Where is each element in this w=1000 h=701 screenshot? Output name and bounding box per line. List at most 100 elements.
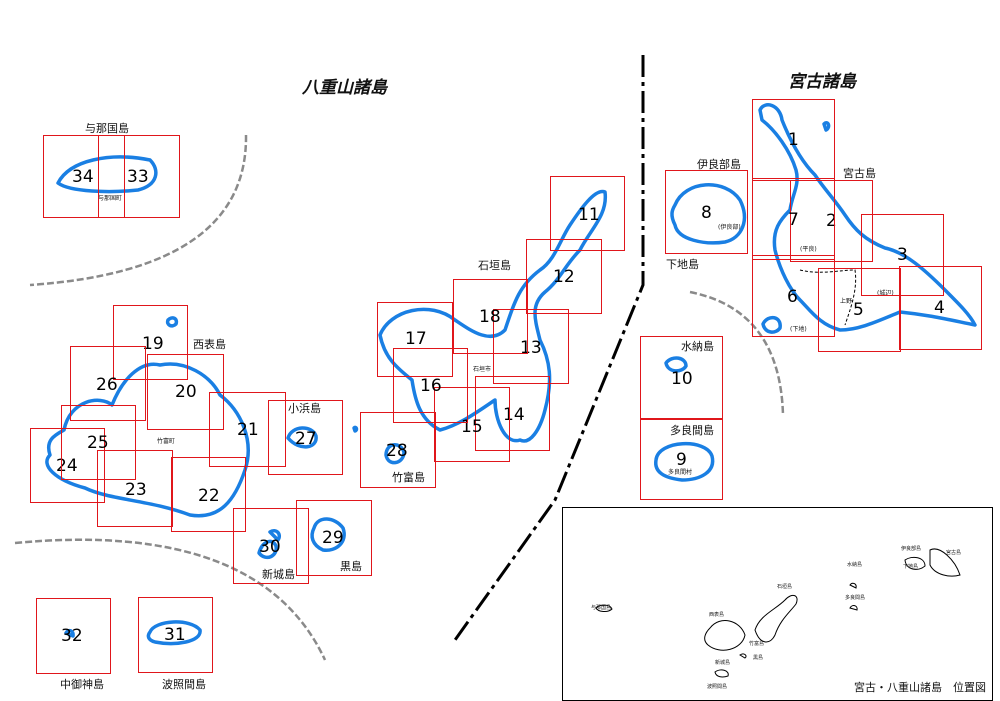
island-label-shimoji: 下地島 <box>666 258 699 271</box>
sheet-number: 10 <box>671 369 693 389</box>
sheet-number: 5 <box>853 300 864 320</box>
sheet-number: 23 <box>125 480 147 500</box>
sheet-27[interactable] <box>268 400 343 475</box>
sheet-number: 7 <box>788 210 799 230</box>
sheet-number: 17 <box>405 329 427 349</box>
island-label-nakanokami: 中御神島 <box>60 678 104 691</box>
sheet-number: 20 <box>175 382 197 402</box>
sheet-7[interactable] <box>752 178 835 260</box>
town-label-hirara: (平良) <box>800 246 817 253</box>
inset-label: 竹富島 <box>749 641 765 647</box>
town-label-yonaguni: 与那国町 <box>98 195 123 202</box>
town-label-tarama: 多良間村 <box>668 469 693 476</box>
inset-label: 水納島 <box>847 562 863 568</box>
sheet-number: 9 <box>676 450 687 470</box>
sheet-12[interactable] <box>526 239 602 314</box>
inset-label: 波照間島 <box>707 684 728 690</box>
sheet-17[interactable] <box>377 302 453 377</box>
sheet-22[interactable] <box>171 457 246 532</box>
island-label-aragusuku: 新城島 <box>262 568 295 581</box>
island-label-irabu: 伊良部島 <box>697 158 741 171</box>
island-label-yonaguni: 与那国島 <box>85 122 129 135</box>
inset-label: 西表島 <box>709 612 725 618</box>
inset-label: 多良間島 <box>845 595 866 601</box>
sheet-number: 4 <box>934 298 945 318</box>
island-label-hateruma: 波照間島 <box>162 678 206 691</box>
island-label-tarama: 多良間島 <box>670 424 714 437</box>
sheet-15[interactable] <box>434 387 510 462</box>
town-label-taketomi: 竹富町 <box>157 438 176 445</box>
inset-label: 宮古島 <box>946 550 962 556</box>
sheet-number: 1 <box>788 130 799 150</box>
sheet-2[interactable] <box>790 180 873 262</box>
sheet-21[interactable] <box>209 392 286 467</box>
inset-title: 宮古・八重山諸島 位置図 <box>854 681 986 694</box>
sheet-number: 25 <box>87 433 109 453</box>
sheet-number: 30 <box>259 537 281 557</box>
sheet-18[interactable] <box>453 279 528 354</box>
sheet-16[interactable] <box>393 348 468 423</box>
sheet-13[interactable] <box>493 309 569 384</box>
sheet-number: 6 <box>787 287 798 307</box>
sheet-24[interactable] <box>30 428 105 503</box>
town-label-gusukube: (城辺) <box>877 290 894 297</box>
sheet-number: 12 <box>553 267 575 287</box>
sheet-number: 31 <box>164 625 186 645</box>
sheet-number: 3 <box>897 245 908 265</box>
inset-label: 伊良部島 <box>901 546 922 552</box>
sheet-34[interactable] <box>43 135 125 218</box>
island-label-minna: 水納島 <box>681 340 714 353</box>
sheet-8[interactable] <box>665 170 748 254</box>
sheet-number: 34 <box>72 167 94 187</box>
island-label-kohama: 小浜島 <box>288 402 321 415</box>
sheet-number: 11 <box>578 205 600 225</box>
inset-label: 与那国島 <box>591 605 612 611</box>
island-label-iriomote: 西表島 <box>193 338 226 351</box>
inset-label: 新城島 <box>715 660 731 666</box>
sheet-number: 16 <box>420 376 442 396</box>
region-label-miyako: 宮古諸島 <box>788 72 856 92</box>
inset-label: 黒島 <box>753 655 764 661</box>
sheet-10[interactable] <box>640 336 723 420</box>
town-label-ishigaki: 石垣市 <box>473 366 492 373</box>
sheet-3[interactable] <box>861 214 944 296</box>
sheet-number: 32 <box>61 626 83 646</box>
town-label-shimoji: (下地) <box>790 326 807 333</box>
island-label-taketomi: 竹富島 <box>392 471 425 484</box>
sheet-32[interactable] <box>36 598 111 674</box>
sheet-26[interactable] <box>70 346 146 421</box>
sheet-4[interactable] <box>899 266 982 350</box>
sheet-14[interactable] <box>475 376 550 451</box>
island-label-miyako: 宮古島 <box>843 167 876 180</box>
sheet-29[interactable] <box>296 500 372 576</box>
sheet-11[interactable] <box>550 176 625 251</box>
sheet-number: 33 <box>127 167 149 187</box>
sheet-number: 27 <box>295 429 317 449</box>
sheet-number: 26 <box>96 375 118 395</box>
town-label-ueno: 上野 <box>840 298 853 305</box>
sheet-number: 18 <box>479 307 501 327</box>
sheet-31[interactable] <box>138 597 213 673</box>
town-label-irabu: (伊良部) <box>718 224 741 231</box>
sheet-28[interactable] <box>360 412 436 488</box>
sheet-30[interactable] <box>233 508 309 584</box>
island-label-ishigaki: 石垣島 <box>478 259 511 272</box>
sheet-19[interactable] <box>113 305 188 380</box>
sheet-6[interactable] <box>752 255 835 337</box>
sheet-9[interactable] <box>640 418 723 500</box>
inset-label: 下地島 <box>903 564 919 570</box>
sheet-number: 21 <box>237 420 259 440</box>
sheet-33[interactable] <box>98 135 180 218</box>
sheet-number: 29 <box>322 528 344 548</box>
sheet-number: 28 <box>386 441 408 461</box>
sheet-5[interactable] <box>818 268 901 352</box>
island-label-kuro: 黒島 <box>340 560 362 573</box>
inset-label: 石垣島 <box>777 584 793 590</box>
sheet-number: 14 <box>503 405 525 425</box>
region-label-yaeyama: 八重山諸島 <box>302 78 387 98</box>
sheet-number: 2 <box>826 211 837 231</box>
sheet-number: 22 <box>198 486 220 506</box>
sheet-25[interactable] <box>61 405 136 480</box>
